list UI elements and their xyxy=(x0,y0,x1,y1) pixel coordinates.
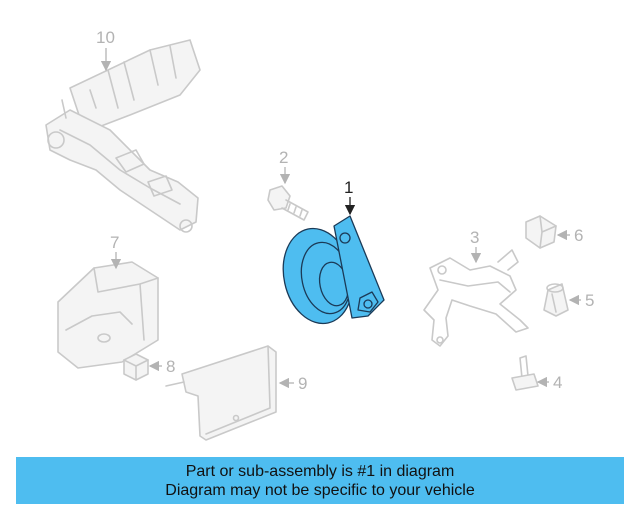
bracket-icon xyxy=(423,249,529,347)
nut-icon xyxy=(123,353,149,381)
callout-5: 5 xyxy=(585,291,594,310)
banner-line-1: Part or sub-assembly is #1 in diagram xyxy=(185,462,455,480)
stud-icon xyxy=(511,355,539,391)
callout-8: 8 xyxy=(166,357,175,376)
relay-box-icon xyxy=(45,39,201,233)
horn-icon xyxy=(282,215,385,325)
callout-10: 10 xyxy=(96,28,115,47)
callout-1: 1 xyxy=(344,178,353,197)
callout-4: 4 xyxy=(553,373,562,392)
callout-6: 6 xyxy=(574,226,583,245)
plate-icon xyxy=(165,345,277,441)
bolt-icon xyxy=(267,185,309,221)
banner-line-2: Diagram may not be specific to your vehi… xyxy=(165,481,475,499)
callout-9: 9 xyxy=(298,374,307,393)
callout-7: 7 xyxy=(110,233,119,252)
nut-icon xyxy=(525,215,557,249)
callout-2: 2 xyxy=(279,148,288,167)
nut-icon xyxy=(543,283,569,317)
callout-3: 3 xyxy=(470,228,479,247)
info-banner: Part or sub-assembly is #1 in diagram Di… xyxy=(16,457,624,504)
module-icon xyxy=(57,261,159,369)
parts-diagram: 10 2 1 3 6 5 xyxy=(45,28,594,441)
